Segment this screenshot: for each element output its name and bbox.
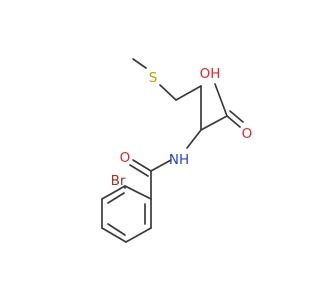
bond-nh-camide bbox=[150, 159, 172, 172]
atom-bromine-label: Br bbox=[111, 173, 126, 189]
bond-cacid-oh bbox=[214, 83, 228, 117]
ring-bond-2 bbox=[101, 185, 126, 200]
ring-bond-4 bbox=[101, 227, 127, 243]
molecule-structure: S OH O NH O Br bbox=[101, 58, 253, 243]
bond-s-ch2 bbox=[159, 84, 177, 101]
bond-cacid-o-1 bbox=[226, 115, 241, 128]
atom-hydroxyl-label: OH bbox=[200, 66, 221, 82]
atom-sulfur-label: S bbox=[149, 70, 158, 86]
ring-bond-5 bbox=[125, 227, 152, 243]
bond-cacid-o-2 bbox=[229, 110, 244, 123]
bond-camide-o-1 bbox=[132, 159, 152, 172]
structure-canvas: S OH O NH O Br bbox=[101, 58, 253, 243]
ring-inner-2 bbox=[107, 192, 125, 204]
bond-methyl-s bbox=[132, 58, 147, 69]
bond-calpha-nh bbox=[186, 129, 202, 149]
bond-calpha-cacid bbox=[200, 115, 228, 131]
bond-ch2-ch2 bbox=[175, 85, 202, 101]
atom-carbonyl-oxygen-label: O bbox=[242, 126, 253, 142]
atom-amide-oxygen-label: O bbox=[120, 150, 131, 166]
ring-inner-3 bbox=[107, 223, 126, 236]
bond-camide-o-2 bbox=[129, 164, 149, 177]
atom-nitrogen-label: NH bbox=[169, 152, 189, 168]
ring-bond-1 bbox=[124, 185, 152, 200]
